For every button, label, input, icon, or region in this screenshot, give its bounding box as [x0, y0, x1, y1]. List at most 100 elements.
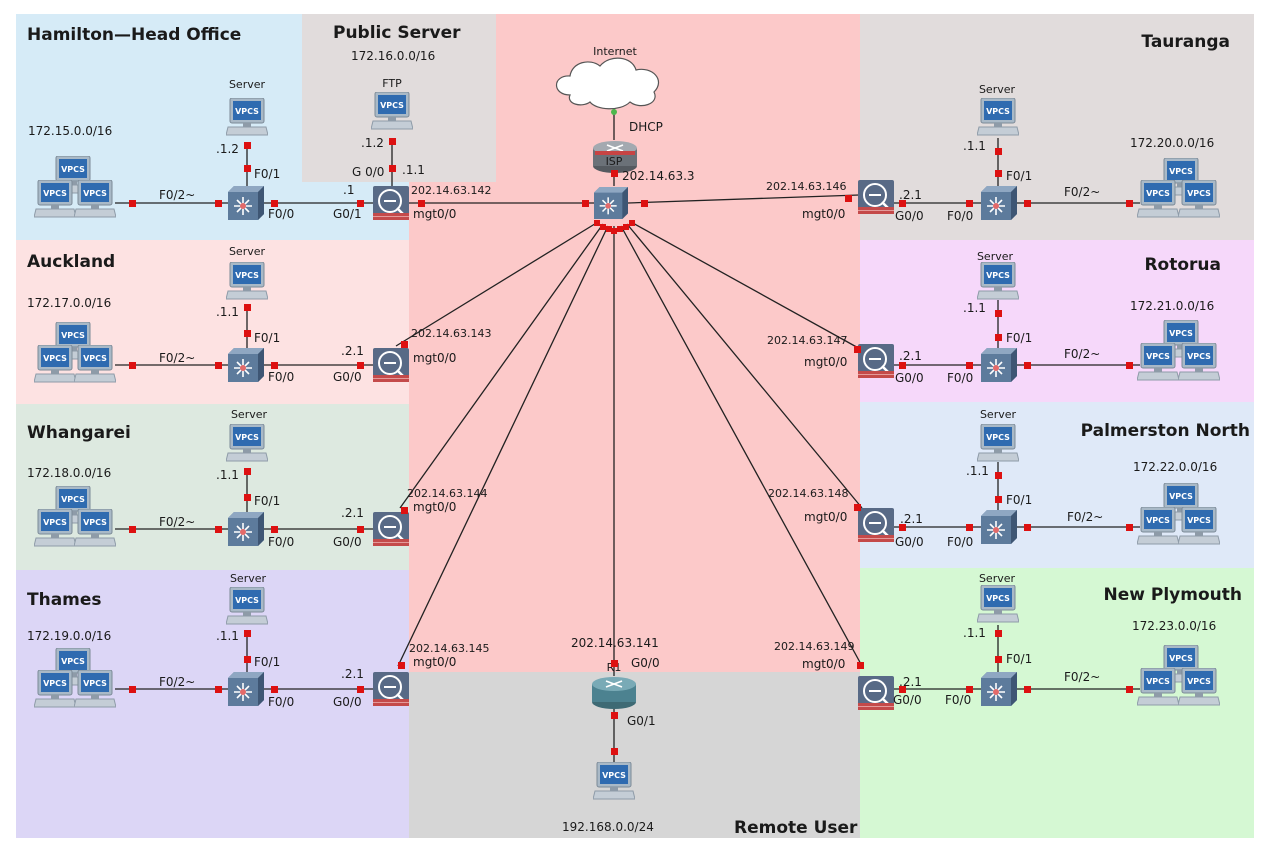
- newplymouth-pc-2-icon[interactable]: [1137, 668, 1179, 706]
- whangarei-pc-2-icon[interactable]: [34, 509, 76, 547]
- port-markers: [129, 138, 1133, 755]
- palmerston-mgt-label: mgt0/0: [804, 510, 847, 524]
- region-title-auckland: Auckland: [27, 252, 115, 272]
- tauranga-pc-2-icon[interactable]: [1137, 180, 1179, 218]
- whangarei-server-icon[interactable]: [226, 424, 268, 462]
- thames-switch-icon[interactable]: [228, 672, 264, 706]
- auckland-pc-2-icon[interactable]: [34, 345, 76, 383]
- whangarei-switch-icon[interactable]: [228, 512, 264, 546]
- thames-server-icon[interactable]: [226, 587, 268, 625]
- hamilton-pc-2-icon[interactable]: [34, 180, 76, 218]
- thames-mgt-label: mgt0/0: [413, 655, 456, 669]
- isp-label: ISP: [606, 155, 623, 168]
- newplymouth-wan-ip: 202.14.63.149: [774, 640, 854, 653]
- newplymouth-server-icon[interactable]: [977, 585, 1019, 623]
- tauranga-pc-3-icon[interactable]: [1178, 180, 1220, 218]
- auckland-f01-label: F0/1: [254, 331, 280, 345]
- thames-f01-label: F0/1: [254, 655, 280, 669]
- hamilton-firewall-icon[interactable]: [373, 186, 409, 220]
- hamilton-pc-3-icon[interactable]: [74, 180, 116, 218]
- palmerston-firewall-icon[interactable]: [858, 508, 894, 542]
- rotorua-pc-2-icon[interactable]: [1137, 343, 1179, 381]
- hamilton-server-icon[interactable]: [226, 98, 268, 136]
- tauranga-firewall-icon[interactable]: [858, 180, 894, 214]
- newplymouth-fw-ip: .2.1: [899, 675, 922, 689]
- tauranga-wan-ip: 202.14.63.146: [766, 180, 846, 193]
- auckland-switch-icon[interactable]: [228, 348, 264, 382]
- hamilton-fw-ip-public: .1.1: [402, 163, 425, 177]
- ftp-ip-label: .1.2: [361, 136, 384, 150]
- tauranga-server-ip: .1.1: [963, 139, 986, 153]
- thames-pc-3-icon[interactable]: [74, 670, 116, 708]
- thames-f00-label: F0/0: [268, 695, 294, 709]
- rotorua-server-label: Server: [977, 250, 1014, 263]
- newplymouth-firewall-icon[interactable]: [858, 676, 894, 710]
- ftp-server-icon[interactable]: [371, 92, 413, 130]
- tauranga-fw-ip: .2.1: [899, 188, 922, 202]
- hamilton-f02-label: F0/2~: [159, 188, 195, 202]
- thames-wan-ip: 202.14.63.145: [409, 642, 489, 655]
- remote-router-icon[interactable]: [591, 676, 637, 710]
- region-internet-core-body: [496, 240, 860, 672]
- hamilton-switch-icon[interactable]: [228, 186, 264, 220]
- newplymouth-network-label: 172.23.0.0/16: [1132, 619, 1216, 633]
- newplymouth-mgt-label: mgt0/0: [802, 657, 845, 671]
- rotorua-f02-label: F0/2~: [1064, 347, 1100, 361]
- thames-network-label: 172.19.0.0/16: [27, 629, 111, 643]
- tauranga-server-icon[interactable]: [977, 98, 1019, 136]
- hamilton-fw-ip-lan: .1: [343, 183, 354, 197]
- auckland-fw-ip: .2.1: [341, 344, 364, 358]
- palmerston-f00-label: F0/0: [947, 535, 973, 549]
- auckland-firewall-icon[interactable]: [373, 348, 409, 382]
- newplymouth-switch-icon[interactable]: [981, 672, 1017, 706]
- region-title-thames: Thames: [27, 590, 102, 610]
- auckland-server-icon[interactable]: [226, 262, 268, 300]
- auckland-network-label: 172.17.0.0/16: [27, 296, 111, 310]
- palmerston-server-ip: .1.1: [966, 464, 989, 478]
- rotorua-f01-label: F0/1: [1006, 331, 1032, 345]
- whangarei-f01-label: F0/1: [254, 494, 280, 508]
- palmerston-wan-ip: 202.14.63.148: [768, 487, 848, 500]
- hamilton-g01-label: G0/1: [333, 207, 362, 221]
- rotorua-firewall-icon[interactable]: [858, 344, 894, 378]
- whangarei-firewall-icon[interactable]: [373, 512, 409, 546]
- palmerston-f02-label: F0/2~: [1067, 510, 1103, 524]
- newplymouth-f00-label: F0/0: [945, 693, 971, 707]
- thames-pc-2-icon[interactable]: [34, 670, 76, 708]
- tauranga-network-label: 172.20.0.0/16: [1130, 136, 1214, 150]
- tauranga-switch-icon[interactable]: [981, 186, 1017, 220]
- thames-server-label: Server: [230, 572, 267, 585]
- thames-firewall-icon[interactable]: [373, 672, 409, 706]
- public-network-label: 172.16.0.0/16: [351, 49, 435, 63]
- palmerston-pc-3-icon[interactable]: [1178, 507, 1220, 545]
- auckland-g00-label: G0/0: [333, 370, 362, 384]
- core-switch-icon[interactable]: [594, 186, 628, 220]
- newplymouth-server-label: Server: [979, 572, 1016, 585]
- palmerston-pc-2-icon[interactable]: [1137, 507, 1179, 545]
- auckland-pc-3-icon[interactable]: [74, 345, 116, 383]
- palmerston-switch-icon[interactable]: [981, 510, 1017, 544]
- palmerston-server-icon[interactable]: [977, 424, 1019, 462]
- hamilton-f01-label: F0/1: [254, 167, 280, 181]
- rotorua-server-ip: .1.1: [963, 301, 986, 315]
- internet-cloud-icon: [555, 57, 660, 110]
- tauranga-server-label: Server: [979, 83, 1016, 96]
- hamilton-fw-g00-label: G 0/0: [352, 165, 384, 179]
- internet-port: [611, 109, 617, 115]
- internet-label: Internet: [593, 45, 637, 58]
- remote-user-pc-icon[interactable]: [593, 762, 635, 800]
- rotorua-f00-label: F0/0: [947, 371, 973, 385]
- hamilton-f00-label: F0/0: [268, 207, 294, 221]
- newplymouth-pc-3-icon[interactable]: [1178, 668, 1220, 706]
- whangarei-mgt-label: mgt0/0: [413, 500, 456, 514]
- hamilton-wan-ip: 202.14.63.142: [411, 184, 491, 197]
- remote-network-label: 192.168.0.0/24: [562, 820, 654, 834]
- rotorua-server-icon[interactable]: [977, 262, 1019, 300]
- region-title-rotorua: Rotorua: [1144, 255, 1221, 275]
- rotorua-pc-3-icon[interactable]: [1178, 343, 1220, 381]
- auckland-f00-label: F0/0: [268, 370, 294, 384]
- tauranga-f02-label: F0/2~: [1064, 185, 1100, 199]
- whangarei-pc-3-icon[interactable]: [74, 509, 116, 547]
- rotorua-switch-icon[interactable]: [981, 348, 1017, 382]
- whangarei-f02-label: F0/2~: [159, 515, 195, 529]
